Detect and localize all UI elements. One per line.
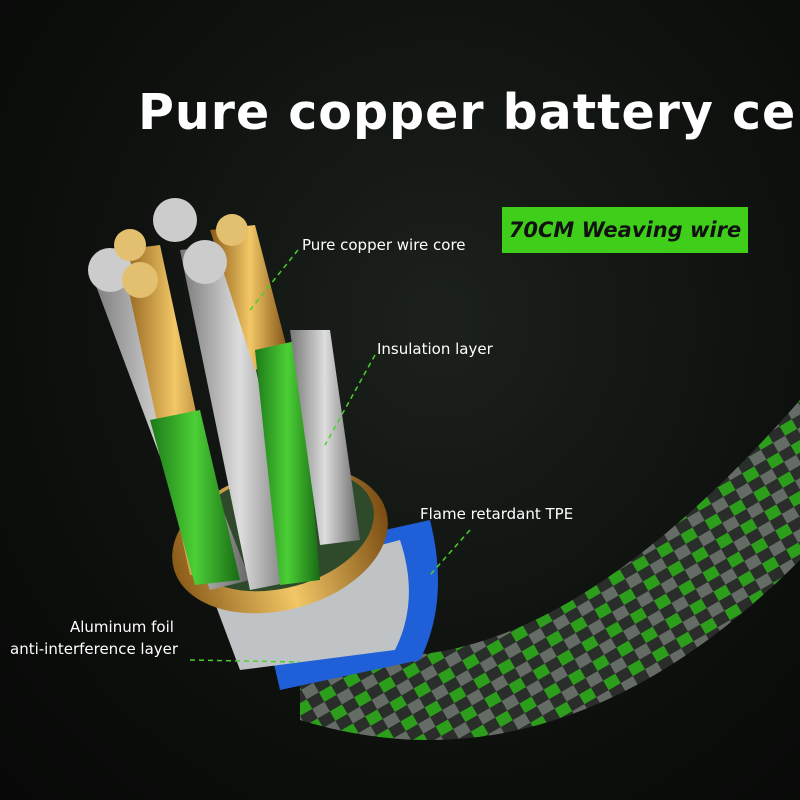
- leader-lines: [189, 249, 471, 663]
- length-badge: 70CM Weaving wire: [502, 207, 748, 253]
- label-foil-line2: anti-interference layer: [10, 640, 179, 658]
- wire-strands: [88, 198, 360, 590]
- label-foil-line1: Aluminum foil: [70, 618, 174, 636]
- label-insulation: Insulation layer: [377, 340, 493, 358]
- label-tpe: Flame retardant TPE: [420, 505, 574, 523]
- page-title: Pure copper battery cell: [138, 84, 800, 141]
- label-copper-core: Pure copper wire core: [302, 236, 466, 254]
- braided-cable: [300, 400, 800, 740]
